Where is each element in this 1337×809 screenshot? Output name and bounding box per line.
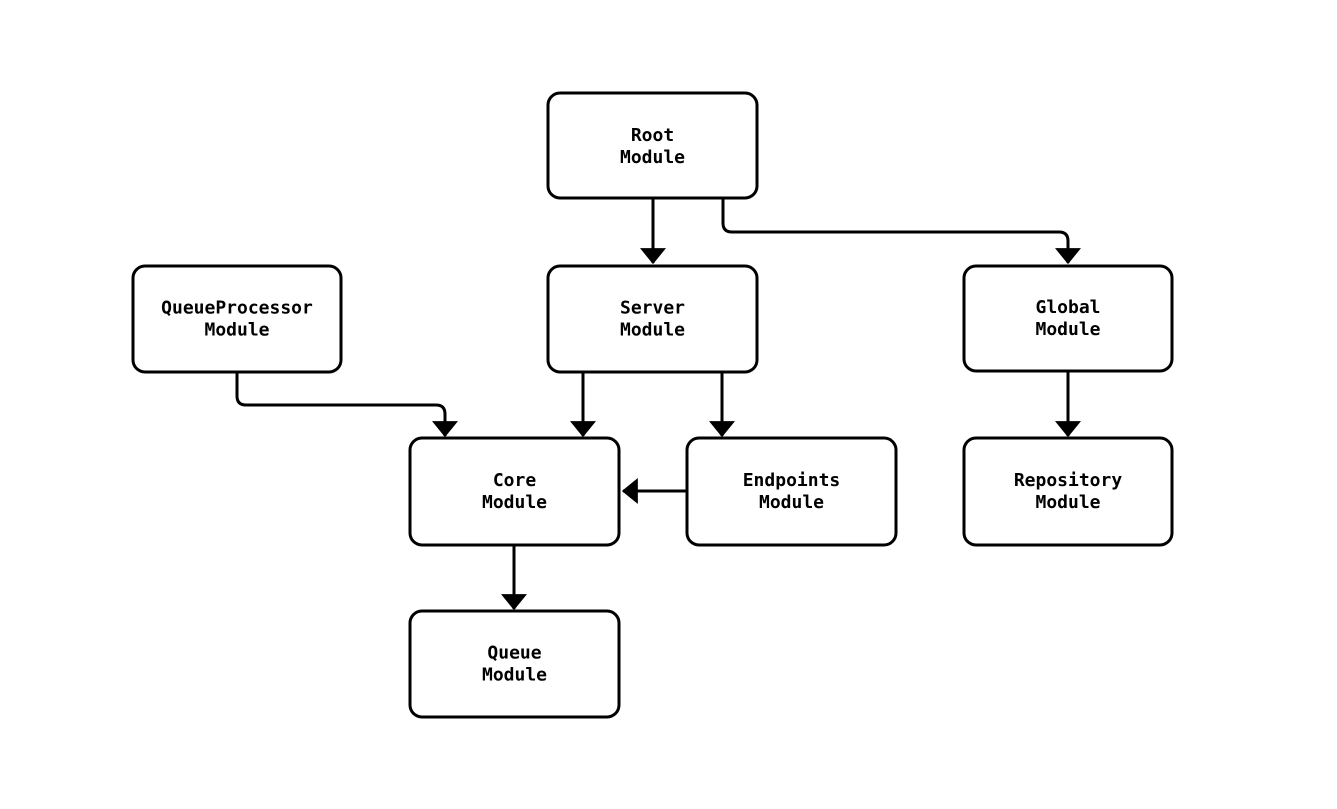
node-label-line1: Root [631, 125, 674, 146]
node-box [546, 91, 759, 200]
node-label-line2: Module [482, 665, 547, 686]
edge-root-to-global [721, 198, 1081, 265]
node-queue-processor-module: QueueProcessor Module [131, 264, 343, 374]
node-global-module: Global Module [962, 264, 1174, 373]
node-label-line1: Repository [1014, 470, 1123, 491]
node-box [408, 609, 621, 719]
node-repository-module: Repository Module [962, 436, 1174, 547]
node-label-line2: Module [1035, 319, 1100, 340]
node-label-line2: Module [1035, 492, 1100, 513]
node-label-line1: Global [1035, 297, 1100, 318]
node-queue-module: Queue Module [408, 609, 621, 719]
node-label-line1: Server [620, 298, 685, 319]
node-label-line1: Queue [487, 643, 541, 664]
node-box [962, 436, 1174, 547]
node-label-line1: QueueProcessor [161, 298, 313, 319]
node-root-module: Root Module [546, 91, 759, 200]
node-box [546, 264, 759, 374]
edges [235, 198, 1081, 611]
node-label-line1: Endpoints [743, 470, 841, 491]
node-label-line2: Module [204, 320, 269, 341]
node-label-line2: Module [620, 320, 685, 341]
node-label-line1: Core [493, 470, 537, 491]
node-box [685, 436, 898, 547]
node-box [962, 264, 1174, 373]
node-label-line2: Module [482, 492, 547, 513]
node-box [131, 264, 343, 374]
node-label-line2: Module [759, 492, 824, 513]
node-server-module: Server Module [546, 264, 759, 374]
node-endpoints-module: Endpoints Module [685, 436, 898, 547]
node-box [408, 436, 621, 547]
edge-queue-processor-to-core [235, 372, 458, 438]
node-core-module: Core Module [408, 436, 621, 547]
node-label-line2: Module [620, 147, 685, 168]
